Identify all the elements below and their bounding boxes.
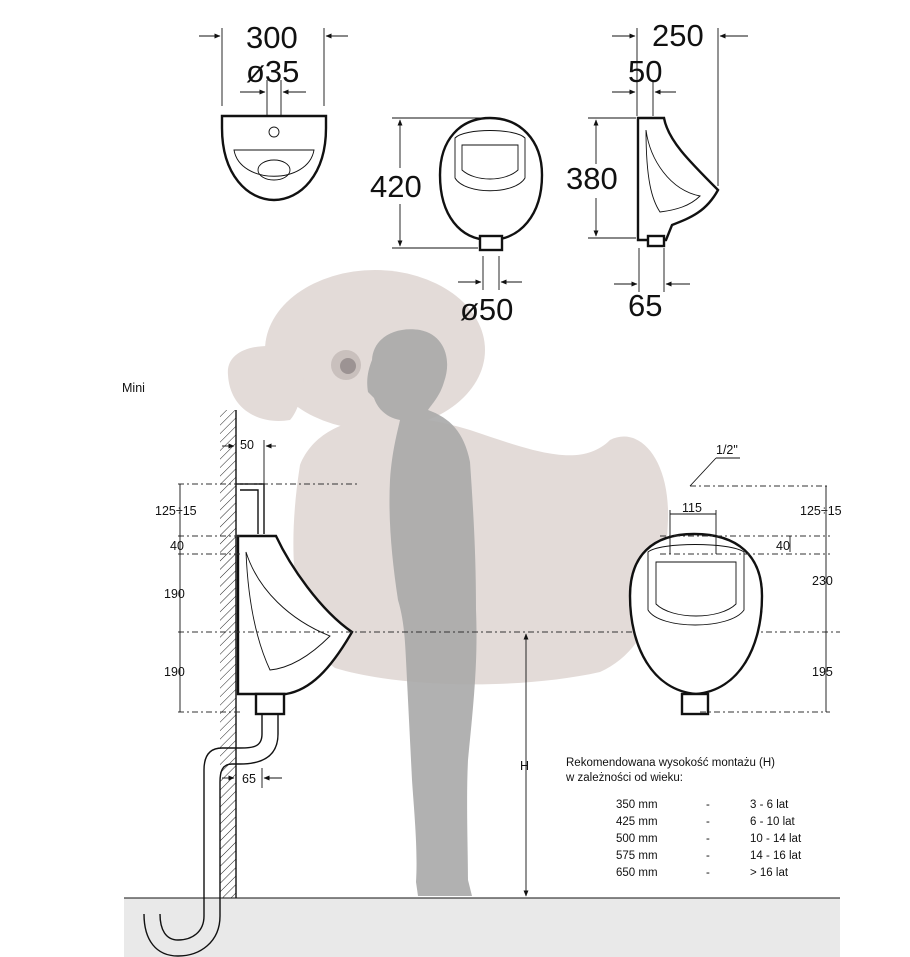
right-dim-top: 125÷15 — [800, 504, 842, 518]
left-dim-b: 190 — [164, 587, 185, 601]
dim-outlet: ø50 — [460, 292, 513, 327]
dim-front-height: 420 — [370, 169, 422, 204]
row-age: 3 - 6 lat — [750, 799, 789, 811]
left-dim-c: 190 — [164, 665, 185, 679]
left-dim-bottom: 65 — [242, 772, 256, 786]
side-view: 250 50 380 65 — [566, 18, 748, 323]
row-age: 14 - 16 lat — [750, 850, 802, 862]
floor — [124, 898, 840, 957]
row-sep: - — [706, 799, 710, 811]
table-heading-1: Rekomendowana wysokość montażu (H) — [566, 757, 775, 769]
section-title: Mini — [122, 381, 145, 395]
dim-depth: 250 — [652, 18, 704, 53]
left-installation — [143, 483, 354, 957]
right-dim-b: 230 — [812, 574, 833, 588]
row-height: 425 mm — [616, 816, 658, 828]
right-dim-c: 195 — [812, 665, 833, 679]
left-dim-top: 125÷15 — [155, 504, 197, 518]
front-view: 420 ø50 — [370, 116, 544, 327]
height-table: Rekomendowana wysokość montażu (H) w zal… — [565, 757, 802, 879]
wall — [220, 410, 236, 898]
row-height: 575 mm — [616, 850, 658, 862]
dim-hole: ø35 — [246, 54, 299, 89]
left-dim-wall: 50 — [240, 438, 254, 452]
row-sep: - — [706, 833, 710, 845]
h-label: H — [520, 759, 529, 773]
dim-width: 300 — [246, 20, 298, 55]
h-dimension: H — [520, 633, 529, 897]
table-heading-2: w zależności od wieku: — [565, 772, 683, 784]
dim-offset: 50 — [628, 54, 662, 89]
dim-side-height: 380 — [566, 161, 618, 196]
left-dim-a: 40 — [170, 539, 184, 553]
row-sep: - — [706, 867, 710, 879]
row-sep: - — [706, 816, 710, 828]
right-dim-pipe: 1/2" — [716, 443, 738, 457]
row-age: > 16 lat — [750, 867, 789, 879]
row-height: 650 mm — [616, 867, 658, 879]
right-dim-spacing: 115 — [682, 501, 702, 515]
right-installation: 115 1/2" 125÷15 40 230 195 — [628, 443, 842, 716]
row-sep: - — [706, 850, 710, 862]
top-view: 300 ø35 — [199, 20, 348, 202]
row-age: 6 - 10 lat — [750, 816, 796, 828]
person-silhouette — [367, 329, 477, 896]
row-height: 350 mm — [616, 799, 658, 811]
dim-side-outlet: 65 — [628, 288, 662, 323]
row-age: 10 - 14 lat — [750, 833, 802, 845]
right-dim-a: 40 — [776, 539, 790, 553]
row-height: 500 mm — [616, 833, 658, 845]
